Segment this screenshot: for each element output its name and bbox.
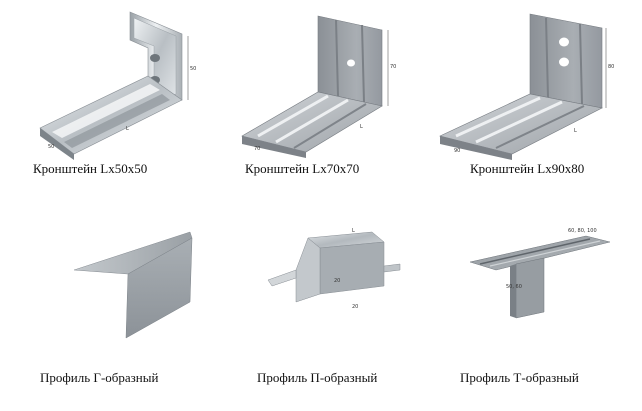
bracket-50-caption: Кронштейн Lx50x50	[33, 161, 148, 176]
u-profile-card: L 20 20 Профиль П-образный	[242, 222, 412, 402]
bracket-50-width-label: 50	[48, 144, 54, 150]
bracket-50-image: 50 50 L	[39, 11, 196, 160]
bracket-70-height-label: 70	[390, 64, 396, 70]
bracket-50-length-label: L	[126, 126, 129, 132]
bracket-90-width-label: 90	[454, 148, 460, 154]
bracket-50-height-label: 50	[190, 66, 196, 72]
bracket-50-card: 50 50 L Кронштейн Lx50x50	[30, 8, 200, 198]
t-profile-image: 60, 80, 100 50, 60	[469, 228, 611, 319]
bracket-70-card: 70 70 L Кронштейн Lx70x70	[232, 8, 402, 198]
bracket-70-width-label: 70	[254, 146, 260, 152]
bracket-70-caption: Кронштейн Lx70x70	[245, 161, 360, 176]
t-profile-caption: Профиль Т-образный	[460, 370, 579, 385]
t-profile-top-label: 60, 80, 100	[568, 228, 597, 234]
u-profile-caption: Профиль П-образный	[257, 370, 378, 385]
t-profile-card: 60, 80, 100 50, 60 Профиль Т-образный	[440, 222, 620, 402]
bracket-90-height-label: 80	[608, 64, 614, 70]
u-profile-side-label: 20	[334, 278, 340, 284]
t-profile-side-label: 50, 60	[506, 284, 522, 290]
bracket-90-caption: Кронштейн Lx90x80	[470, 161, 585, 176]
u-profile-image: L 20 20	[267, 228, 401, 310]
l-profile-image	[73, 231, 193, 339]
u-profile-bottom-label: 20	[352, 304, 358, 310]
u-profile-top-label: L	[352, 228, 355, 234]
l-profile-card: Профиль Г-образный	[40, 222, 210, 402]
bracket-90-length-label: L	[574, 128, 577, 134]
bracket-70-length-label: L	[360, 124, 363, 130]
bracket-90-image: 80 90 L	[439, 13, 614, 160]
bracket-90-card: 80 90 L Кронштейн Lx90x80	[434, 8, 614, 198]
l-profile-caption: Профиль Г-образный	[40, 370, 159, 385]
bracket-70-image: 70 70 L	[241, 15, 396, 158]
